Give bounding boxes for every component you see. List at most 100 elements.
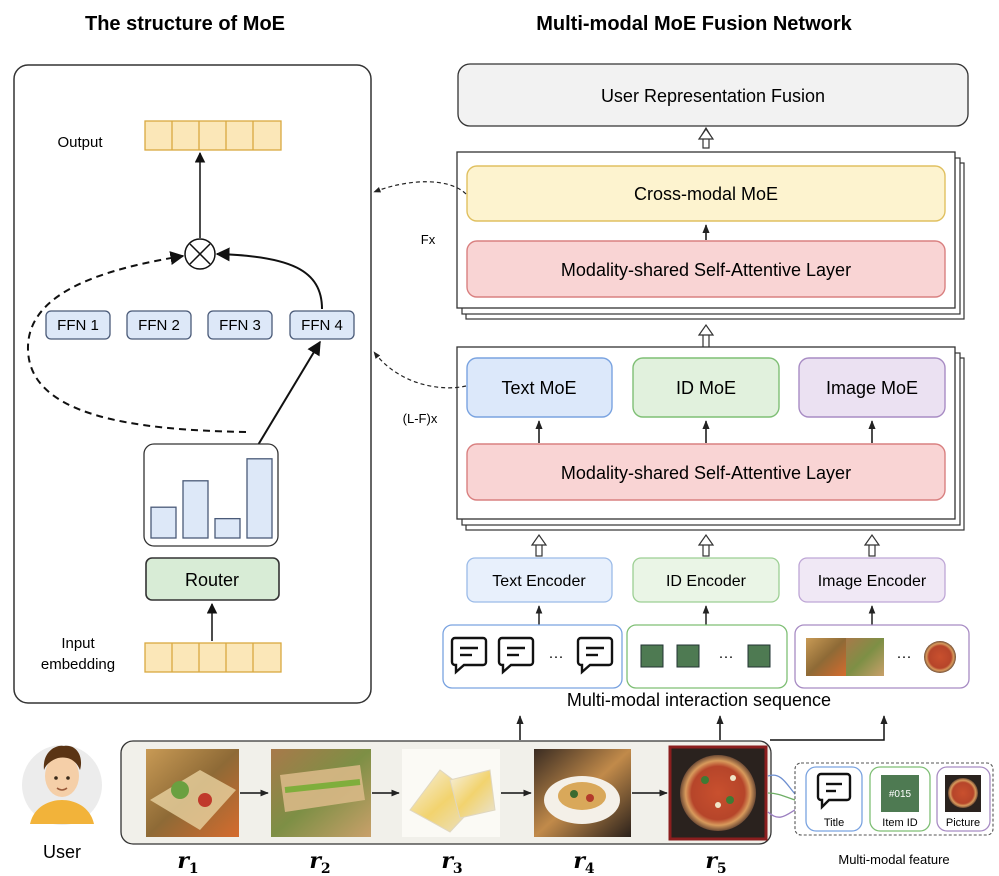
cross-moe-dashed-link bbox=[373, 181, 467, 195]
feature-item-code: #015 bbox=[889, 789, 912, 800]
multiply-node bbox=[184, 238, 216, 270]
hollow-arrow-image-encoder bbox=[863, 533, 881, 557]
id-moe-label: ID MoE bbox=[676, 378, 736, 398]
chat-icon bbox=[816, 772, 852, 810]
router-scores-box bbox=[143, 443, 279, 547]
user-avatar-icon bbox=[22, 745, 102, 825]
picture-thumbnail-icon bbox=[948, 778, 978, 808]
text-moe-label: Text MoE bbox=[501, 378, 576, 398]
text-encoder-label: Text Encoder bbox=[492, 573, 586, 590]
feature-item-id-card: #015 Item ID bbox=[869, 766, 931, 832]
item-r3-image bbox=[402, 749, 500, 837]
output-embedding bbox=[144, 120, 282, 151]
router-to-ffn4-arrow bbox=[251, 340, 321, 456]
chat-icon bbox=[450, 636, 488, 675]
hollow-arrow-text-encoder bbox=[530, 533, 548, 557]
router: Router bbox=[145, 557, 280, 601]
output-embedding-bg bbox=[144, 120, 282, 151]
self-attentive-layer-bottom: Modality-shared Self-Attentive Layer bbox=[466, 443, 946, 501]
ffn-3-label: FFN 3 bbox=[219, 317, 261, 334]
chat-icon bbox=[576, 636, 614, 675]
text-ellipsis: ··· bbox=[549, 648, 564, 665]
self-attentive-top-label: Modality-shared Self-Attentive Layer bbox=[561, 260, 851, 280]
text-encoder: Text Encoder bbox=[466, 557, 613, 603]
feature-title-card: Title bbox=[805, 766, 863, 832]
r5-label: r5 bbox=[705, 848, 726, 876]
residual-dashed-arrow bbox=[26, 251, 247, 433]
fx-label: Fx bbox=[421, 232, 436, 247]
ffn-2: FFN 2 bbox=[126, 310, 192, 340]
router-score-bar-4 bbox=[246, 458, 273, 539]
feature-item-id-label: Item ID bbox=[882, 817, 918, 829]
id-tokens-box: ··· bbox=[626, 624, 788, 689]
item-r1-image bbox=[146, 749, 239, 837]
router-label: Router bbox=[185, 570, 239, 590]
image-encoder: Image Encoder bbox=[798, 557, 946, 603]
ffn-1: FFN 1 bbox=[45, 310, 111, 340]
router-score-bar-1 bbox=[150, 506, 177, 539]
image-moe: Image MoE bbox=[798, 357, 946, 418]
router-score-bar-3 bbox=[214, 517, 241, 539]
self-attentive-bottom-label: Modality-shared Self-Attentive Layer bbox=[561, 463, 851, 483]
input-label-line2: embedding bbox=[41, 656, 115, 673]
input-embedding bbox=[144, 642, 282, 673]
seq-to-image-arrow bbox=[770, 715, 888, 741]
moe-structure-title: The structure of MoE bbox=[85, 13, 285, 35]
id-encoder-label: ID Encoder bbox=[666, 573, 747, 590]
cross-modal-moe-label: Cross-modal MoE bbox=[634, 184, 778, 204]
input-embedding-bg bbox=[144, 642, 282, 673]
food-thumbnail-icon bbox=[806, 638, 846, 676]
id-square-icon bbox=[747, 644, 771, 668]
item-id-square-icon bbox=[881, 775, 919, 812]
ffn-4-label: FFN 4 bbox=[301, 317, 343, 334]
id-square-icon bbox=[676, 644, 700, 668]
user-representation-fusion: User Representation Fusion bbox=[457, 63, 969, 127]
image-ellipsis: ··· bbox=[897, 648, 912, 665]
id-square-icon bbox=[640, 644, 664, 668]
feature-title-label: Title bbox=[824, 817, 844, 829]
text-moe: Text MoE bbox=[466, 357, 613, 418]
item-r5-image bbox=[668, 745, 768, 841]
lfx-label: (L-F)x bbox=[403, 411, 438, 426]
cross-modal-moe: Cross-modal MoE bbox=[466, 165, 946, 222]
ffn4-to-multiply-arrow bbox=[215, 247, 323, 310]
r2-label: r2 bbox=[309, 848, 330, 876]
feature-picture-card: Picture bbox=[936, 766, 991, 832]
moe-structure-panel bbox=[13, 64, 372, 704]
interaction-sequence-label: Multi-modal interaction sequence bbox=[567, 690, 831, 710]
image-encoder-label: Image Encoder bbox=[818, 573, 927, 590]
self-attentive-layer-top: Modality-shared Self-Attentive Layer bbox=[466, 240, 946, 298]
fusion-label: User Representation Fusion bbox=[601, 86, 825, 106]
text-tokens-box: ··· bbox=[442, 624, 623, 689]
hollow-arrow-id-encoder bbox=[697, 533, 715, 557]
feature-picture-label: Picture bbox=[946, 817, 980, 829]
text-moe-dashed-link bbox=[373, 351, 467, 389]
food-thumbnail-icon bbox=[846, 638, 884, 676]
ffn-2-label: FFN 2 bbox=[138, 317, 180, 334]
ffn-3: FFN 3 bbox=[207, 310, 273, 340]
r3-label: r3 bbox=[441, 848, 462, 876]
id-moe: ID MoE bbox=[632, 357, 780, 418]
input-label-line1: Input bbox=[61, 635, 95, 652]
router-score-bar-2 bbox=[182, 480, 209, 539]
hollow-arrow-fusion bbox=[697, 126, 715, 149]
item-r4-image bbox=[534, 749, 631, 837]
r4-label: r4 bbox=[573, 848, 595, 876]
multimodal-feature-label: Multi-modal feature bbox=[838, 852, 949, 867]
router-score-bars bbox=[150, 458, 273, 539]
id-ellipsis: ··· bbox=[719, 648, 734, 665]
r1-label: r1 bbox=[177, 848, 198, 876]
ffn-4: FFN 4 bbox=[289, 310, 355, 340]
ffn-1-label: FFN 1 bbox=[57, 317, 99, 334]
hollow-arrow-middle bbox=[697, 323, 715, 349]
chat-icon bbox=[497, 636, 535, 675]
image-tokens-box: ··· bbox=[794, 624, 970, 689]
fusion-network-title: Multi-modal MoE Fusion Network bbox=[536, 13, 852, 35]
user-label: User bbox=[43, 842, 81, 862]
id-encoder: ID Encoder bbox=[632, 557, 780, 603]
item-r2-image bbox=[271, 749, 371, 837]
pizza-thumbnail-icon bbox=[924, 641, 956, 673]
image-moe-label: Image MoE bbox=[826, 378, 918, 398]
